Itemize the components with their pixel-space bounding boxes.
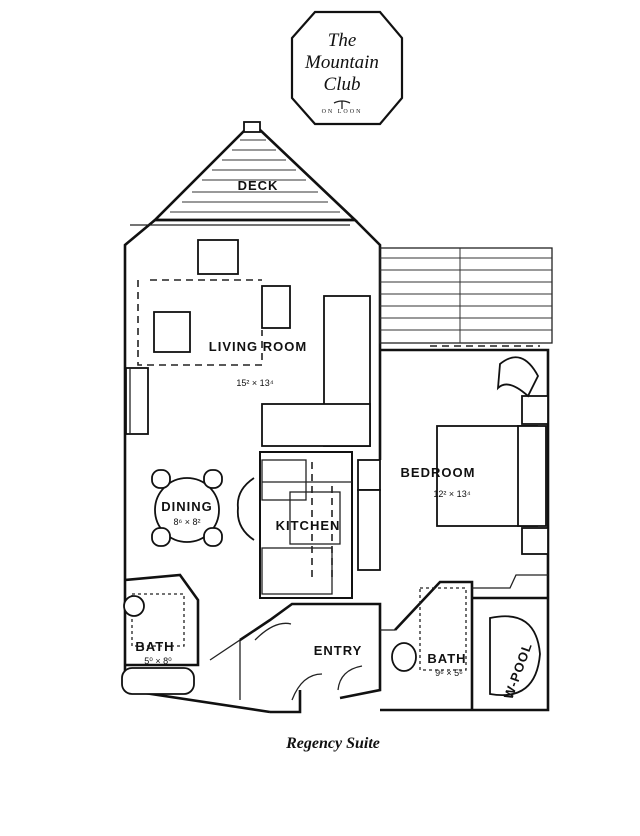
living-room-label: LIVING ROOM — [209, 339, 307, 354]
bedroom-dimensions: 12² × 13⁴ — [433, 489, 470, 499]
headboard — [517, 425, 547, 527]
logo-octagon — [290, 10, 404, 126]
sink-right — [391, 642, 417, 672]
rug-outline[interactable] — [137, 279, 263, 366]
sofa-back — [261, 403, 371, 447]
nightstand-bottom — [521, 527, 549, 555]
logo-bird-icon — [333, 100, 351, 109]
bedroom-label: BEDROOM — [401, 465, 476, 480]
dining-dimensions: 8⁶ × 8² — [174, 517, 201, 527]
bath-right-label: BATH — [427, 651, 466, 666]
bedroom-chair — [496, 356, 540, 398]
bath-right-dimensions: 9⁶ × 5⁶ — [435, 668, 463, 678]
entry-area — [239, 602, 382, 714]
kitchen-label: KITCHEN — [276, 518, 341, 533]
bathtub-left — [121, 667, 195, 695]
living-room-furniture — [125, 239, 371, 447]
dining-table — [154, 477, 220, 543]
dining-chair-right — [236, 477, 255, 541]
deck-hatching — [170, 139, 340, 213]
deck: DECK — [151, 121, 359, 222]
entry-door-front[interactable] — [291, 673, 323, 701]
logo-subtitle: ON LOON — [322, 109, 363, 115]
logo-line-the: The — [328, 30, 357, 51]
deck-outline — [151, 126, 359, 222]
armchair-top — [197, 239, 239, 275]
bath-left — [121, 573, 241, 700]
entry-label: ENTRY — [314, 643, 363, 658]
whirlpool-tub — [489, 615, 541, 696]
bath-left-label: BATH — [135, 639, 174, 654]
nightstand-top — [521, 395, 549, 425]
plan-caption: Regency Suite — [285, 735, 380, 752]
dining-set — [151, 469, 255, 547]
ottoman — [261, 285, 291, 329]
kitchen-area — [259, 451, 381, 599]
deck-label: DECK — [238, 178, 279, 193]
dining-label: DINING — [161, 499, 213, 514]
bath-right — [380, 574, 548, 710]
logo-line-club: Club — [324, 74, 361, 95]
balcony — [379, 247, 553, 344]
living-room-dimensions: 15² × 13⁴ — [236, 378, 273, 388]
bath-left-dimensions: 5⁰ × 8⁰ — [144, 656, 172, 666]
side-table — [125, 367, 149, 435]
entry-door-swing[interactable] — [254, 622, 292, 641]
armchair-left — [153, 311, 191, 353]
logo: The Mountain Club ON LOON — [290, 10, 404, 126]
bedroom-furniture — [430, 345, 549, 555]
logo-line-mountain: Mountain — [304, 52, 379, 73]
deck-chimney — [243, 121, 261, 133]
